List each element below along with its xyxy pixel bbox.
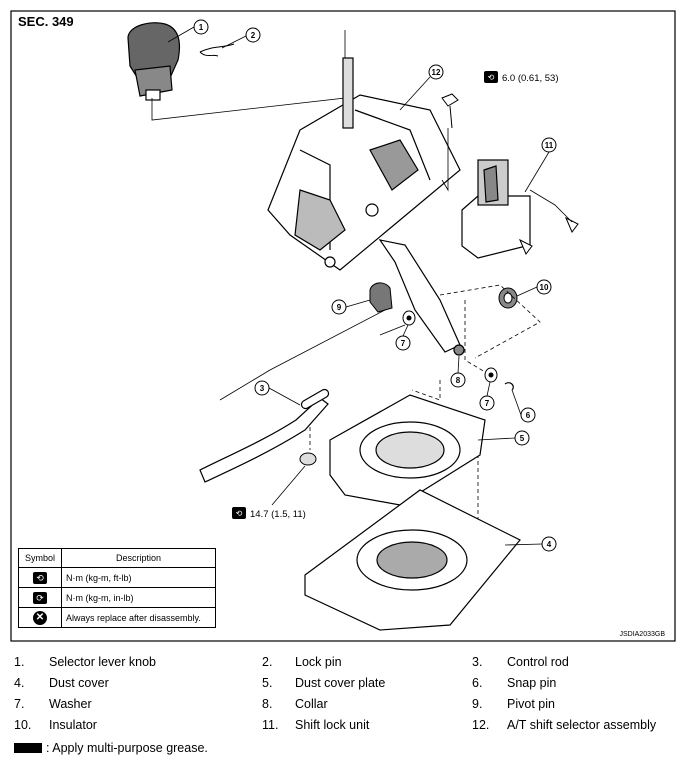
torque-callout-top: ⟲ 6.0 (0.61, 53) [484,71,559,84]
svg-text:14.7 (1.5, 11): 14.7 (1.5, 11) [250,509,306,520]
part-name: A/T shift selector assembly [507,718,657,732]
svg-text:8: 8 [456,376,461,385]
parts-row: 7. Washer 8. Collar 9. Pivot pin [14,697,674,718]
part-num: 1. [14,655,25,669]
symbol-legend: Symbol Description ⟲ N·m (kg-m, ft-lb) ⟳… [18,548,216,628]
torque-inlb-icon: ⟳ [33,591,47,604]
selector-lever-knob [127,22,181,101]
svg-text:5: 5 [520,434,525,443]
part-num: 10. [14,718,32,732]
parts-row: 4. Dust cover 5. Dust cover plate 6. Sna… [14,676,674,697]
exploded-view-diagram: SEC. 349 JSDIA2033GB [10,10,676,642]
svg-text:6.0 (0.61, 53): 6.0 (0.61, 53) [502,73,559,84]
svg-text:2: 2 [251,31,256,40]
part-num: 6. [472,676,483,690]
svg-text:7: 7 [401,339,406,348]
dust-cover [304,489,521,631]
part-name: Shift lock unit [295,718,370,732]
part-num: 12. [472,718,490,732]
replace-x-icon: ✕ [33,610,47,625]
grease-icon [14,742,42,753]
bolt-6-0 [441,93,459,129]
snap-pin [504,382,514,391]
svg-text:6: 6 [526,411,531,420]
legend-row-1: N·m (kg-m, ft-lb) [61,567,216,588]
part-num: 5. [262,676,273,690]
part-name: Dust cover [49,676,109,690]
torque-callout-bottom: ⟲ 14.7 (1.5, 11) [232,507,306,520]
legend-row-3: Always replace after disassembly. [61,607,216,628]
svg-text:11: 11 [545,141,554,150]
legend-row-2: N·m (kg-m, in-lb) [61,587,216,608]
part-num: 8. [262,697,273,711]
part-num: 7. [14,697,25,711]
part-name: Collar [295,697,328,711]
part-name: Dust cover plate [295,676,386,690]
part-num: 2. [262,655,273,669]
svg-text:10: 10 [540,283,549,292]
section-label: SEC. 349 [18,14,74,29]
dust-cover-plate [329,394,486,506]
part-name: Insulator [49,718,97,732]
svg-text:9: 9 [337,303,342,312]
part-name: Selector lever knob [49,655,157,669]
torque-icon: ⟲ [33,571,47,584]
part-name: Lock pin [295,655,342,669]
part-name: Control rod [507,655,569,669]
part-name: Washer [49,697,92,711]
nut-14-7 [299,452,317,466]
svg-text:1: 1 [199,23,204,32]
part-num: 4. [14,676,25,690]
callouts: 1 2 3 4 5 6 7 7 8 9 10 11 12 [193,19,557,552]
shift-lock-unit [461,159,531,259]
parts-row: 1. Selector lever knob 2. Lock pin 3. Co… [14,655,674,676]
part-name: Pivot pin [507,697,555,711]
svg-text:7: 7 [485,399,490,408]
insulator [498,287,518,309]
parts-list: 1. Selector lever knob 2. Lock pin 3. Co… [14,655,674,739]
svg-text:⟲: ⟲ [488,73,495,82]
figure-code: JSDIA2033GB [619,631,665,638]
legend-header-symbol: Symbol [18,548,62,568]
lock-pin [199,43,235,57]
legend-header-description: Description [61,548,216,568]
part-name: Snap pin [507,676,557,690]
part-num: 11. [262,718,279,732]
svg-text:4: 4 [547,540,552,549]
parts-row: 10. Insulator 11. Shift lock unit 12. A/… [14,718,674,739]
svg-text:3: 3 [260,384,265,393]
part-num: 9. [472,697,483,711]
grease-note: : Apply multi-purpose grease. [14,741,208,755]
pivot-pin [369,282,393,313]
grease-note-text: : Apply multi-purpose grease. [46,741,208,755]
svg-text:⟲: ⟲ [236,509,243,518]
part-num: 3. [472,655,483,669]
shift-selector-assembly [267,57,465,356]
svg-text:12: 12 [432,68,441,77]
screws [519,216,579,255]
control-rod [199,388,330,483]
